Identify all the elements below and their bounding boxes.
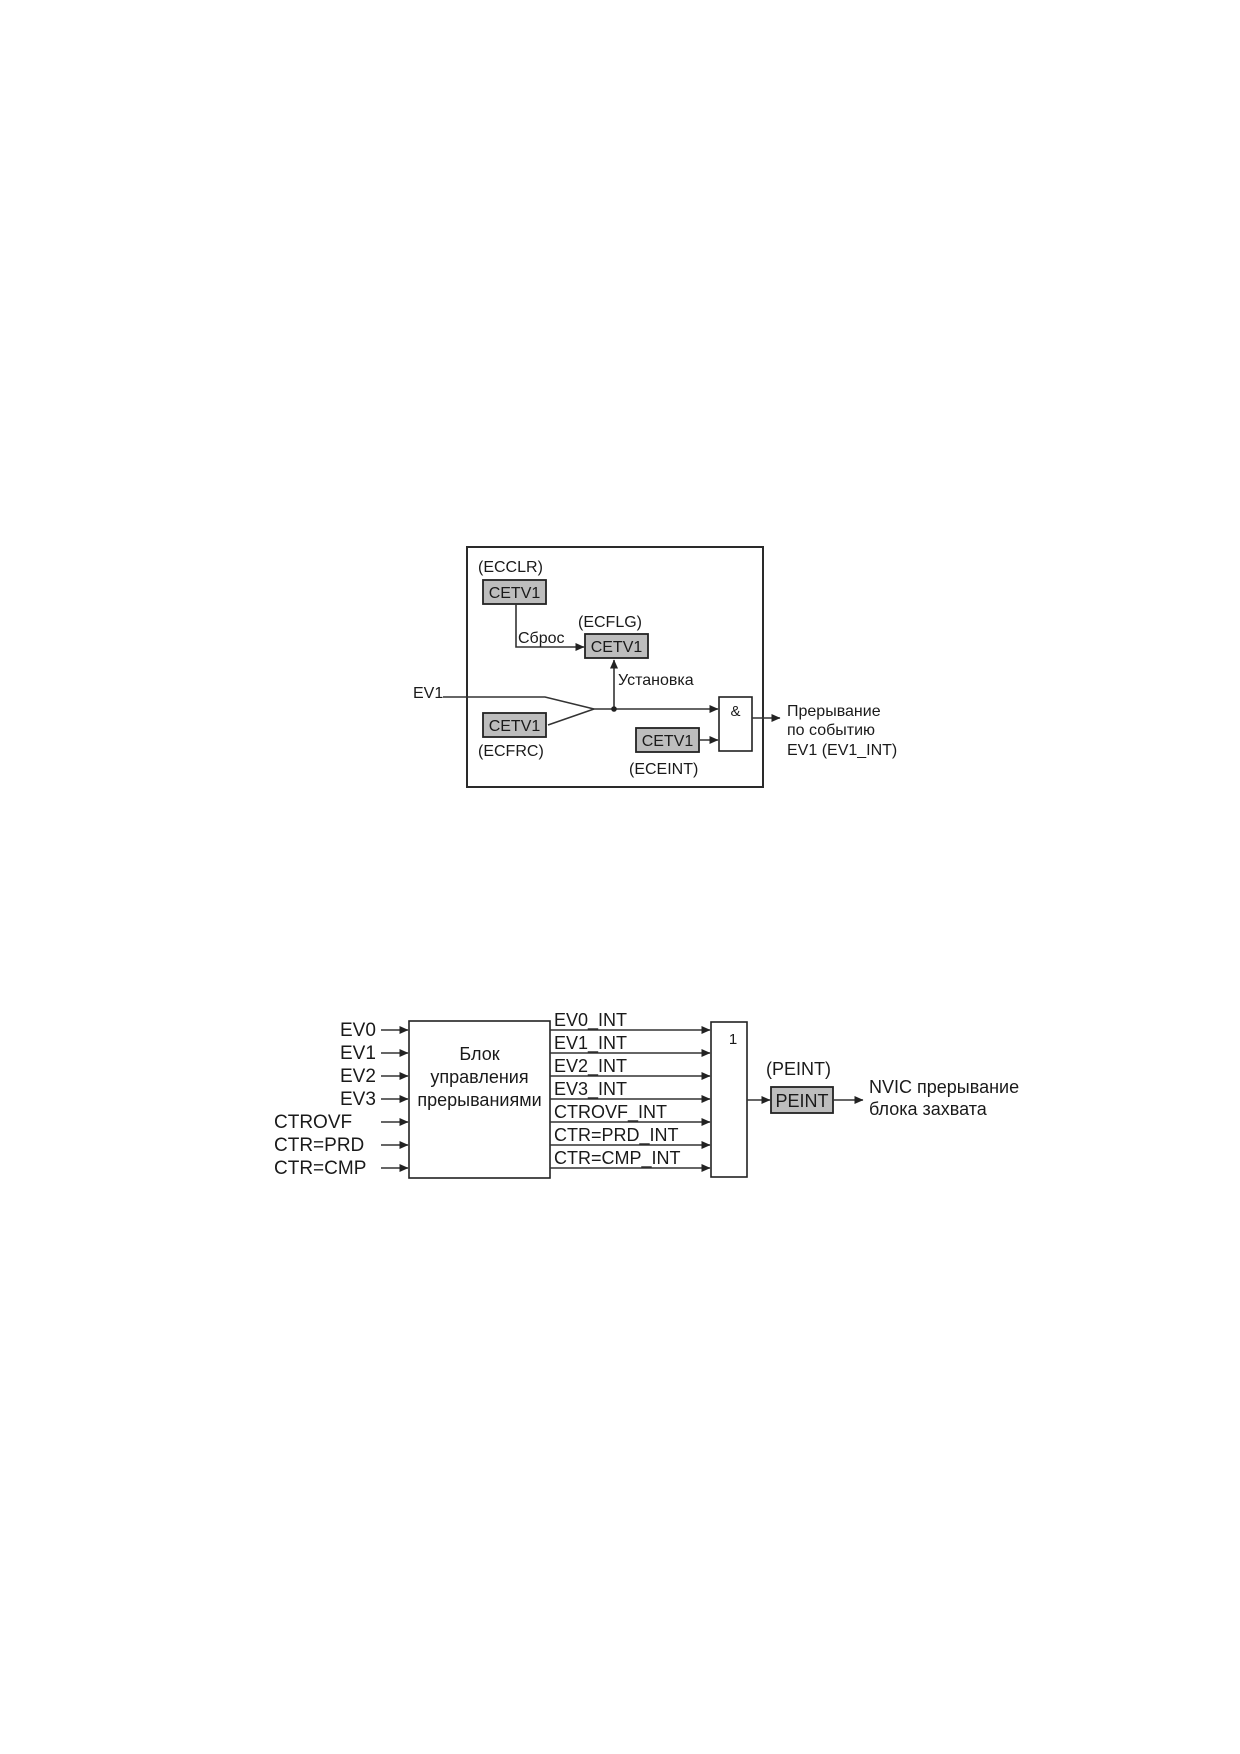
signal-label-ev1-int: EV1_INT — [554, 1033, 627, 1054]
signal-label-ev2-int: EV2_INT — [554, 1056, 627, 1077]
signal-label-ctr-prd-int: CTR=PRD_INT — [554, 1125, 679, 1146]
diagram-ev1-interrupt: (ECCLR) CETV1 Сброс (ECFLG) CETV1 Устано… — [413, 546, 897, 788]
input-label-ctr-prd: CTR=PRD — [274, 1135, 364, 1156]
output-label-line3: EV1 (EV1_INT) — [787, 742, 897, 759]
eceint-register-label: CETV1 — [642, 733, 694, 750]
set-label: Установка — [618, 672, 694, 689]
control-block-label-line1: Блок — [459, 1044, 499, 1064]
signal-label-ev3-int: EV3_INT — [554, 1079, 627, 1100]
input-label-ev1: EV1 — [340, 1043, 376, 1064]
nvic-output-label-line2: блока захвата — [869, 1099, 988, 1119]
output-label-line1: Прерывание — [787, 703, 881, 720]
peint-register-label: PEINT — [775, 1091, 828, 1111]
junction-dot — [611, 706, 617, 712]
output-label-line2: по событию — [787, 722, 875, 739]
nvic-output-label-line1: NVIC прерывание — [869, 1077, 1019, 1097]
signal-label-ev0-int: EV0_INT — [554, 1010, 627, 1031]
input-label-ctrovf: CTROVF — [274, 1112, 352, 1133]
control-block-label-line3: прерываниями — [417, 1090, 541, 1110]
signal-label-ctr-cmp-int: CTR=CMP_INT — [554, 1148, 681, 1169]
peint-register-name: (PEINT) — [766, 1059, 831, 1079]
and-gate-symbol: & — [730, 703, 740, 720]
diagram-interrupt-control: EV0 EV1 EV2 EV3 CTROVF CTR=PRD CTR=CMP Б… — [274, 1010, 1019, 1179]
or-gate — [710, 1021, 748, 1178]
ecflg-register-label: CETV1 — [591, 639, 643, 656]
ecfrc-register-name: (ECFRC) — [478, 743, 544, 760]
eceint-register-name: (ECEINT) — [629, 761, 698, 778]
or-gate-symbol: 1 — [729, 1031, 737, 1048]
ecflg-register-box — [584, 633, 649, 659]
input-label-ev0: EV0 — [340, 1020, 376, 1041]
interrupt-control-block — [408, 1020, 551, 1179]
ev1-input-label: EV1 — [413, 685, 443, 702]
ecclr-register-label: CETV1 — [489, 585, 541, 602]
ecclr-register-box — [482, 579, 547, 605]
reset-line — [515, 604, 585, 651]
control-block-label-line2: управления — [430, 1067, 528, 1087]
signal-label-ctrovf-int: CTROVF_INT — [554, 1102, 667, 1123]
ecfrc-register-label: CETV1 — [489, 718, 541, 735]
reset-label: Сброс — [518, 630, 565, 647]
ev1-input-line — [443, 696, 595, 710]
ecfrc-register-box — [482, 712, 547, 738]
ecclr-register-name: (ECCLR) — [478, 559, 543, 576]
input-label-ev2: EV2 — [340, 1066, 376, 1087]
and-gate — [718, 696, 753, 752]
eceint-register-box — [635, 727, 700, 753]
input-label-ctr-cmp: CTR=CMP — [274, 1158, 366, 1179]
ecfrc-line — [547, 708, 595, 726]
ecflg-register-name: (ECFLG) — [578, 614, 642, 631]
input-label-ev3: EV3 — [340, 1089, 376, 1110]
